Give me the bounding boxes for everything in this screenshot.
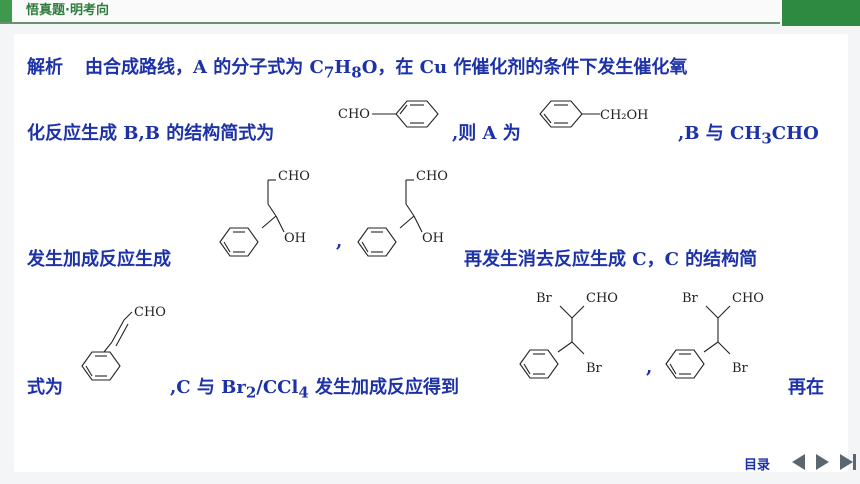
toc-link[interactable]: 目录 — [744, 458, 771, 473]
section-title: 悟真题·明考向 — [26, 3, 109, 18]
header-divider — [0, 22, 780, 24]
header-bar — [0, 0, 860, 22]
structure-label: Br — [536, 291, 553, 306]
text-seg: 由合成路线，A 的分子式为 C — [85, 57, 324, 78]
structure-label: OH — [422, 231, 444, 246]
analysis-line-3: 发生加成反应生成 — [27, 248, 171, 272]
structure-label: Br — [732, 361, 749, 376]
structure-label: CHO — [338, 107, 370, 122]
text-seg: ,C 与 Br — [170, 377, 246, 398]
text-seg: O，在 Cu 作催化剂的条件下发生催化氧 — [361, 57, 688, 78]
benzaldehyde-structure: CHO — [338, 100, 439, 128]
text-seg: CHO — [771, 123, 819, 144]
last-page-icon[interactable] — [840, 454, 853, 470]
text-seg: ,则 A 为 — [452, 123, 521, 144]
analysis-line-2c: ,B 与 CH3CHO — [678, 122, 819, 151]
text-seg: H — [334, 57, 352, 78]
structure-label: Br — [682, 291, 699, 306]
analysis-line-2b: ,则 A 为 — [452, 122, 521, 146]
analysis-line-4b: ,C 与 Br2/CCl4 发生加成反应得到 — [170, 376, 459, 405]
text-sub: 4 — [298, 383, 309, 402]
analysis-line-4: 式为 — [27, 376, 63, 400]
text-sub: 3 — [761, 129, 772, 148]
analysis-line-4c: 再在 — [788, 376, 824, 400]
text-sub: 8 — [351, 63, 362, 82]
structure-label: OH — [284, 231, 306, 246]
text-sub: 7 — [323, 63, 335, 82]
comma: , — [336, 230, 342, 254]
text-seg: 化反应生成 B,B 的结构简式为 — [27, 123, 275, 144]
text-sub: 2 — [245, 383, 257, 402]
structure-label: CHO — [134, 305, 166, 320]
benzyl-alcohol-structure: CH₂OH — [539, 100, 649, 128]
comma: , — [646, 356, 652, 380]
last-page-icon-bar — [853, 454, 856, 470]
content-card — [14, 34, 848, 472]
prev-page-icon[interactable] — [792, 454, 805, 470]
analysis-line-3b: 再发生消去反应生成 C，C 的结构简 — [464, 248, 757, 272]
analysis-line-1: 解析 由合成路线，A 的分子式为 C7H8O，在 Cu 作催化剂的条件下发生催化氧 — [27, 56, 687, 85]
structure-label: CHO — [732, 291, 764, 306]
header-accent — [0, 0, 12, 22]
text-seg: ,B 与 CH — [678, 123, 762, 144]
dibromide-structure-1: Br CHO Br — [519, 291, 618, 379]
text-seg: 发生加成反应得到 — [308, 377, 460, 398]
text-seg: 再在 — [788, 377, 824, 398]
analysis-line-2: 化反应生成 B,B 的结构简式为 — [27, 122, 274, 146]
text-seg: 再发生消去反应生成 C，C 的结构简 — [464, 249, 758, 270]
text-seg: /CCl — [256, 377, 299, 398]
dibromide-structure-2: Br CHO Br — [665, 291, 764, 379]
structure-label: CHO — [416, 169, 448, 184]
text-seg: , — [336, 231, 343, 252]
text-seg: 发生加成反应生成 — [27, 249, 171, 270]
cinnamaldehyde-structure: CHO — [81, 305, 166, 381]
structure-label: CHO — [586, 291, 618, 306]
next-page-icon[interactable] — [816, 454, 829, 470]
text-seg: 式为 — [27, 377, 63, 398]
header-right-block — [782, 0, 860, 26]
aldol-product-structure-1: CHO OH — [219, 169, 310, 257]
aldol-product-structure-2: CHO OH — [357, 169, 448, 257]
structure-label: CH₂OH — [600, 108, 649, 123]
analysis-label: 解析 — [27, 57, 63, 78]
structure-label: CHO — [278, 169, 310, 184]
text-seg: , — [646, 357, 653, 378]
structure-label: Br — [586, 361, 603, 376]
